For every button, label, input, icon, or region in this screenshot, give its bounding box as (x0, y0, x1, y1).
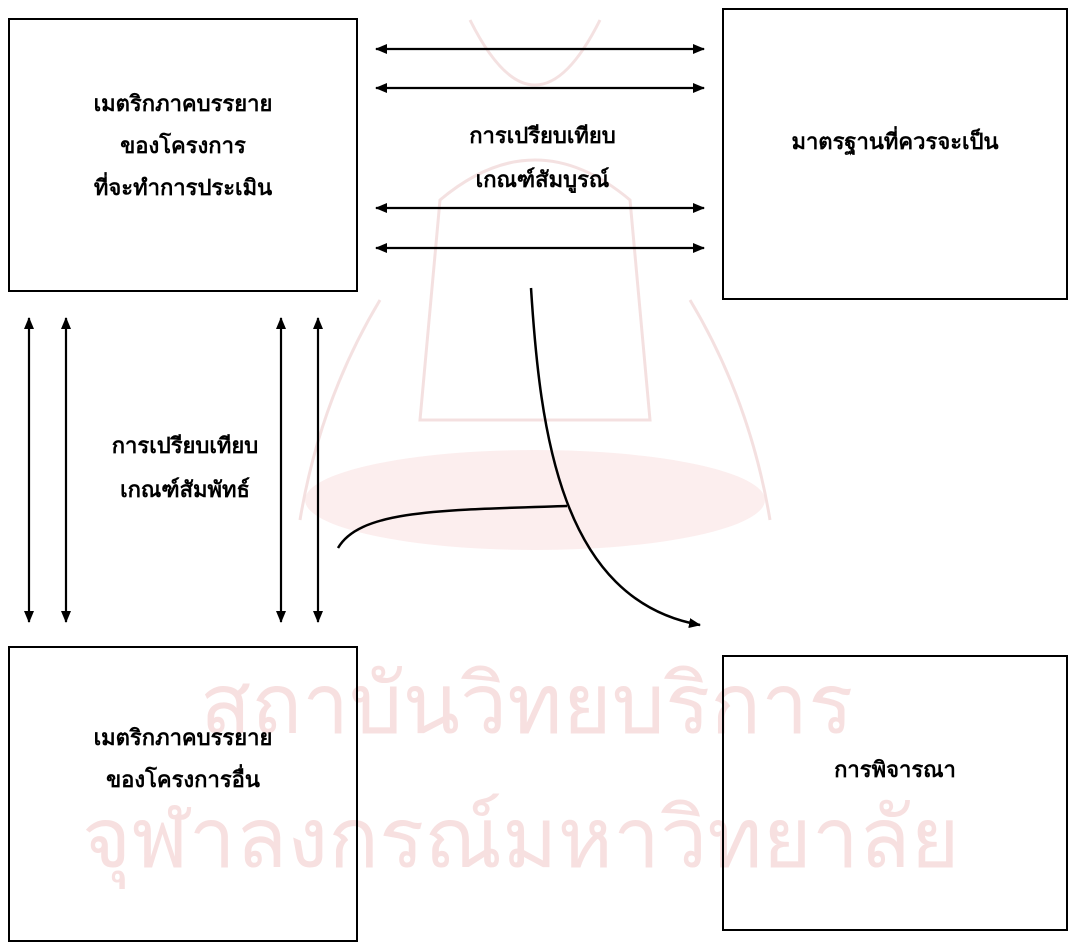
relative-comparison-line-2: เกณฑ์สัมพัทธ์ (120, 478, 250, 503)
project-matrix-text: เมตริกภาคบรรยาย ของโครงการ ที่จะทำการประ… (8, 84, 358, 210)
absolute-comparison-label: การเปรียบเทียบ เกณฑ์สัมบูรณ์ (385, 115, 700, 203)
absolute-to-judgment-curve (529, 287, 701, 628)
other-projects-line-1: เมตริกภาคบรรยาย (93, 726, 273, 751)
project-matrix-line-1: เมตริกภาคบรรยาย (93, 92, 273, 117)
absolute-comparison-line-2: เกณฑ์สัมบูรณ์ (475, 168, 610, 193)
box-standards (722, 8, 1068, 300)
box-project-matrix (8, 18, 358, 292)
relative-comparison-label: การเปรียบเทียบ เกณฑ์สัมพัทธ์ (75, 425, 295, 513)
relative-comparison-line-1: การเปรียบเทียบ (111, 434, 259, 459)
standards-text: มาตรฐานที่ควรจะเป็น (722, 122, 1068, 164)
judgment-line-1: การพิจารณา (834, 758, 956, 783)
other-projects-line-2: ของโครงการอื่น (106, 768, 260, 793)
relative-to-judgment-curve (336, 504, 568, 549)
project-matrix-line-2: ของโครงการ (120, 134, 246, 159)
standards-line-1: มาตรฐานที่ควรจะเป็น (791, 130, 999, 155)
absolute-comparison-line-1: การเปรียบเทียบ (469, 124, 616, 149)
box-judgment (722, 655, 1068, 931)
other-projects-text: เมตริกภาคบรรยาย ของโครงการอื่น (8, 718, 358, 802)
judgment-text: การพิจารณา (722, 750, 1068, 792)
project-matrix-line-3: ที่จะทำการประเมิน (93, 176, 273, 201)
